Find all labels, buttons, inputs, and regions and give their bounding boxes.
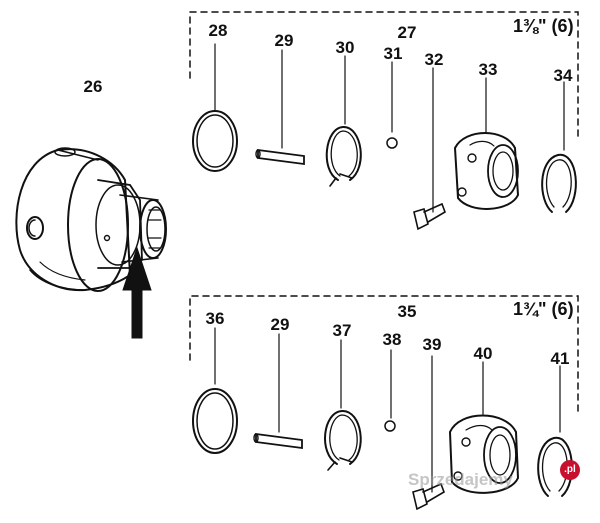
part-label-40: 40 [473, 344, 493, 363]
part-label-28: 28 [208, 21, 228, 40]
part-label-37: 37 [332, 321, 352, 340]
part-label-38: 38 [382, 330, 402, 349]
arrow-up-icon [122, 246, 152, 339]
snap-ring-37 [324, 339, 362, 471]
part-label-39: 39 [422, 335, 442, 354]
group-label-35: 35 [397, 302, 417, 321]
ball-38 [384, 349, 396, 432]
ring-28 [192, 43, 238, 172]
part-label-29-upper: 29 [274, 31, 294, 50]
lower-group-bracket [189, 295, 579, 413]
part-label-36: 36 [205, 309, 225, 328]
bolt-39 [412, 355, 445, 511]
part-label-29-lower: 29 [270, 315, 290, 334]
part-label-32: 32 [424, 50, 444, 69]
watermark-badge-icon: .pl [560, 460, 580, 480]
snap-ring-30 [325, 55, 362, 187]
hub-assembly-26 [15, 147, 167, 292]
upper-group-bracket [189, 11, 579, 137]
part-label-34: 34 [553, 66, 573, 85]
part-label-26: 26 [83, 77, 103, 96]
pin-29-lower [253, 333, 303, 450]
bolt-32 [413, 67, 446, 231]
part-label-41: 41 [550, 349, 570, 368]
watermark-text: Sprzedajemy [408, 470, 513, 489]
size-label-lower: 1¾" (6) [513, 299, 574, 319]
part-label-30: 30 [335, 38, 355, 57]
part-label-33: 33 [478, 60, 498, 79]
group-label-27: 27 [397, 23, 417, 42]
ball-31 [386, 61, 398, 149]
retaining-ring-34 [541, 81, 577, 213]
collar-40 [448, 361, 520, 494]
size-label-upper: 1⅜" (6) [513, 16, 574, 36]
ring-36 [192, 327, 238, 454]
pin-29-upper [255, 49, 305, 166]
collar-33 [453, 77, 520, 210]
part-label-31: 31 [383, 44, 403, 63]
